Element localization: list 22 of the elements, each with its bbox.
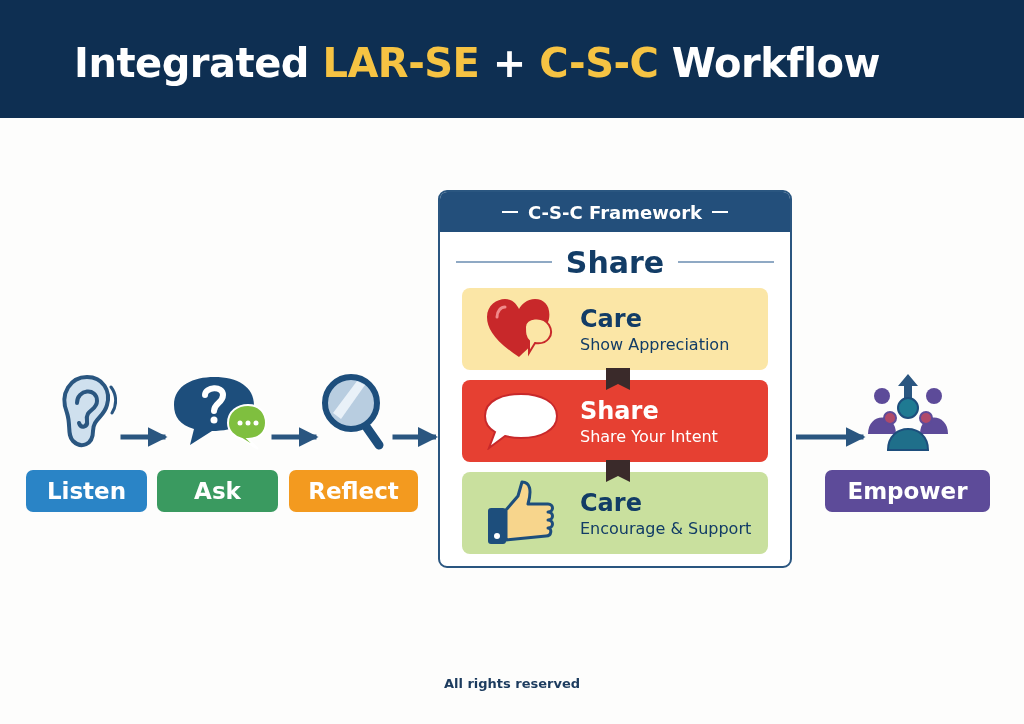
reflect-step-box: Reflect (289, 470, 418, 512)
card-heading: Care (580, 304, 643, 333)
copyright-note: All rights reserved (443, 676, 581, 691)
framework-panel (438, 190, 792, 568)
arrow (796, 427, 866, 447)
ask-step-box: Ask (157, 470, 278, 512)
share-card (462, 380, 768, 462)
title: Integrated LAR-SE + C-S-C Workflow (73, 40, 881, 86)
arrow (271, 427, 319, 447)
care-card (462, 288, 768, 370)
panel-title: C-S-C Framework (528, 201, 702, 223)
card-subtitle: Encourage & Support (580, 518, 752, 538)
section-heading: Share (565, 244, 665, 280)
empower-step-box: Empower (825, 470, 990, 512)
arrow (120, 427, 168, 447)
care-card (462, 472, 768, 554)
card-subtitle: Share Your Intent (580, 426, 718, 446)
card-subtitle: Show Appreciation (580, 334, 730, 354)
card-heading: Care (580, 488, 643, 517)
listen-step-box: Listen (26, 470, 147, 512)
card-heading: Share (580, 396, 660, 425)
arrow (392, 427, 438, 447)
